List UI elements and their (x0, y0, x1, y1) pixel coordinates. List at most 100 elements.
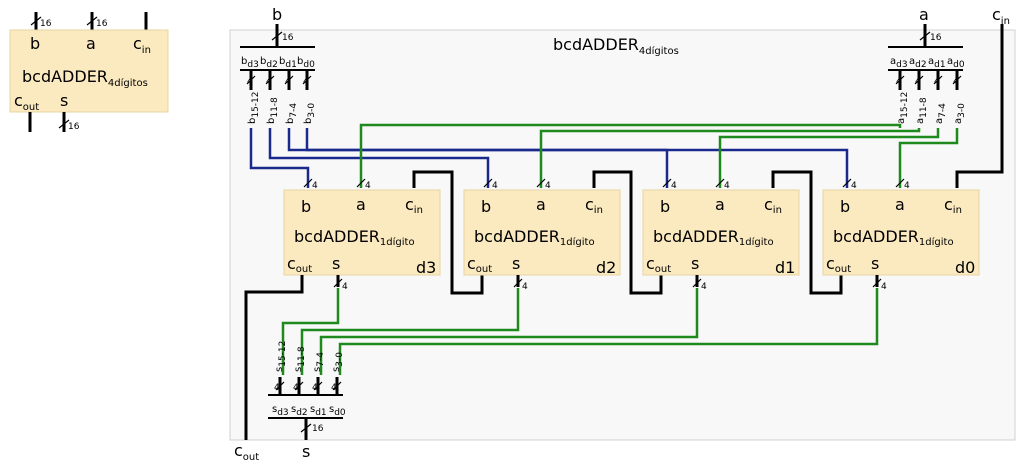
a-nibble-wire-1 (539, 128, 921, 188)
digit-d0-id: d0 (955, 258, 975, 277)
digit-d0-port-cin-main: c (944, 195, 953, 214)
digit-d0-in-width-1: 4 (904, 181, 910, 191)
a-splitter-out-d0-sub: d0 (953, 60, 965, 70)
s-stub-tick-2 (313, 381, 323, 391)
b-splitter-out-d0-main: b (297, 56, 303, 67)
b-splitter-out-d3: bd3 (241, 56, 259, 70)
digit-d2-in-width-1: 4 (545, 181, 551, 191)
digit-d2-s-tick (513, 278, 523, 288)
s-wire-label-3-0-sub: 3-0 (335, 352, 345, 367)
digit-d3-title-sub: 1dígito (380, 236, 415, 248)
s-bus-wires (281, 288, 879, 375)
a-wire-label-11-8: a11-8 (915, 97, 929, 124)
digit-d2-title-main: bcdADDER (474, 227, 560, 246)
digit-d2-port-cin: cin (585, 195, 603, 216)
digit-d0-port-cout-main: c (826, 254, 835, 273)
digit-d0-s-width: 4 (881, 282, 887, 292)
frame-output-cout: cout (234, 441, 259, 463)
frame-output-s: s (302, 442, 310, 461)
b-input-width: 16 (282, 33, 294, 43)
b-splitter-out-d2-main: b (260, 56, 266, 67)
digit-d1-port-cin-main: c (764, 195, 773, 214)
b-wire-label-3-0-main: b (303, 118, 314, 124)
digit-d3-port-a: a (356, 195, 366, 214)
a-bus-wires (359, 123, 959, 188)
digit-d0-title-main: bcdADDER (833, 227, 919, 246)
digit-d1-port-b: b (660, 197, 670, 216)
b-wire-label-11-8-main: b (266, 118, 277, 124)
s-wire-label-15-12-sub: 15-12 (278, 341, 288, 367)
s-nibble-wire-1 (300, 288, 520, 375)
a-nibble-wire-0 (359, 123, 902, 188)
s-joiner-in-d1: sd1 (310, 404, 327, 418)
digit-d1-s-width: 4 (701, 282, 707, 292)
s-wire-label-15-12-main: s (274, 367, 285, 372)
digit-d1-in-tick-0 (662, 178, 672, 188)
a-wire-label-15-12-main: a (896, 118, 907, 124)
symbol-port-cin: cin (133, 34, 151, 56)
symbol-s-width: 16 (68, 122, 80, 132)
digit-d0-port-cin-sub: in (953, 205, 962, 216)
b-splitter-out-d0-sub: d0 (303, 60, 315, 70)
b-wire-label-7-4-sub: 7-4 (289, 103, 299, 118)
symbol-port-a: a (86, 34, 96, 53)
b-stub-tick-2 (284, 75, 294, 85)
s-nibble-width-0: 4 (274, 383, 280, 393)
symbol-a-width: 16 (96, 19, 108, 29)
a-nibble-wire-3 (898, 128, 959, 188)
digit-d1-port-s: s (691, 254, 699, 273)
digit-d3-port-cin-sub: in (414, 205, 423, 216)
digit-d2-in-width-0: 4 (492, 181, 498, 191)
digit-d3-port-cout-sub: out (296, 264, 312, 275)
symbol-b-width: 16 (40, 19, 52, 29)
s-stub-tick-3 (332, 381, 342, 391)
a-splitter-out-d1: ad1 (928, 56, 946, 70)
a-wire-label-7-4-main: a (934, 118, 945, 124)
digit-d0-port-a: a (895, 195, 905, 214)
a-stub-tick-2 (933, 75, 943, 85)
frame-input-cin: cin (992, 5, 1010, 27)
digit-d1-id: d1 (775, 258, 795, 277)
b-nibble-wire-0 (249, 128, 310, 188)
digit-d2-in-tick-0 (483, 178, 493, 188)
digit-d3-port-b: b (301, 197, 311, 216)
b-wire-label-15-12: b15-12 (247, 91, 261, 124)
digit-d3-title-main: bcdADDER (294, 227, 380, 246)
digit-d0-in-tick-1 (895, 178, 905, 188)
s-wire-label-7-4: s7-4 (312, 352, 326, 372)
s-wire-label-7-4-main: s (312, 367, 323, 372)
b-wire-label-11-8-sub: 11-8 (270, 97, 280, 118)
s-wire-label-11-8-sub: 11-8 (297, 346, 307, 367)
a-wire-label-7-4: a7-4 (934, 103, 948, 124)
frame-input-a: a (919, 5, 929, 24)
digit-d3-in-tick-1 (356, 178, 366, 188)
carry-wire-3 (771, 170, 843, 295)
s-nibble-wire-0 (281, 288, 340, 375)
digit-d2-port-cin-main: c (585, 195, 594, 214)
a-wire-label-11-8-sub: 11-8 (919, 97, 929, 118)
digit-d1-port-a: a (715, 195, 725, 214)
a-stub-tick-0 (895, 75, 905, 85)
a-stub-tick-3 (952, 75, 962, 85)
digit-d1-port-cout: cout (646, 254, 671, 275)
digit-d2-s-width: 4 (522, 282, 528, 292)
s-joiner-in-d2: sd2 (291, 404, 308, 418)
a-wire-label-3-0: a3-0 (953, 103, 967, 124)
a-splitter-out-d3: ad3 (890, 56, 908, 70)
b-splitter-out-d1-sub: d1 (285, 60, 296, 70)
digit-d3-port-cout: cout (287, 254, 312, 275)
digit-d0-port-cin: cin (944, 195, 962, 216)
b-nibble-wire-3 (305, 128, 849, 188)
s-joiner-in-d3-main: s (272, 404, 277, 415)
digit-d2-title: bcdADDER1dígito (474, 227, 595, 248)
digit-d3-s-tick (333, 278, 343, 288)
s-joiner-in-d2-main: s (291, 404, 296, 415)
digit-d0-port-s: s (871, 254, 879, 273)
b-stub-tick-1 (265, 75, 275, 85)
b-splitter-out-d2: bd2 (260, 56, 278, 70)
b-bus-wires (249, 128, 849, 188)
b-wire-label-7-4: b7-4 (285, 103, 299, 124)
b-wire-label-7-4-main: b (285, 118, 296, 124)
